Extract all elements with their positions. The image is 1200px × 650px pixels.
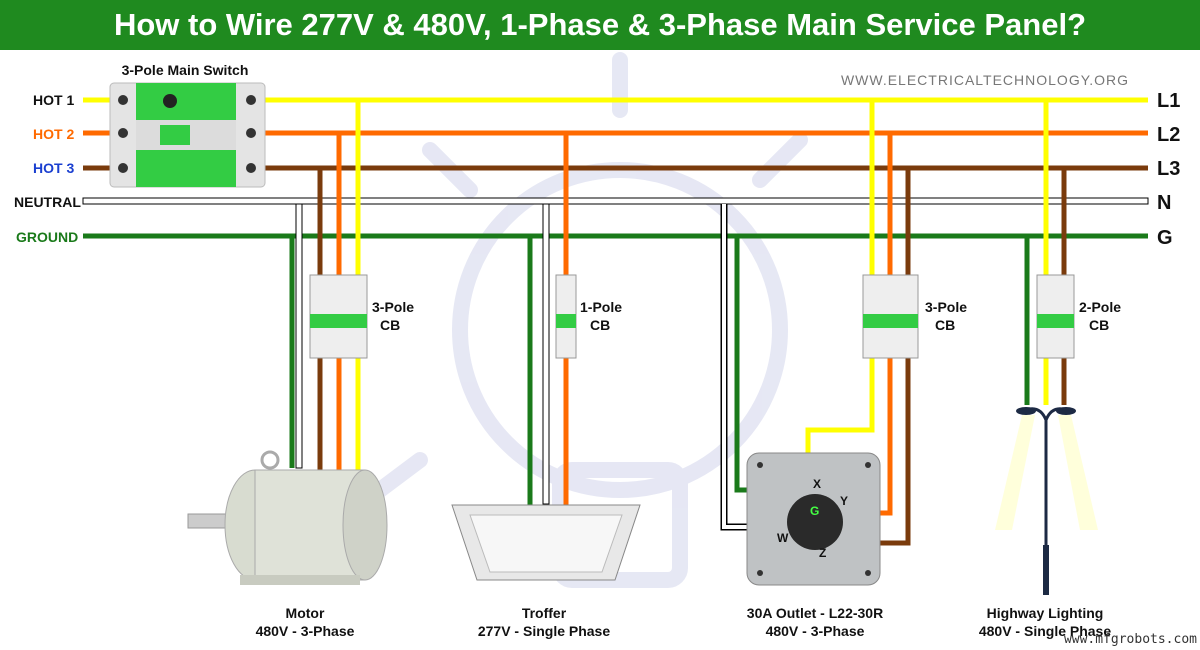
terminal-x: X xyxy=(813,477,821,491)
label-ground: GROUND xyxy=(16,229,78,245)
breaker-label: 3-Pole xyxy=(925,299,967,315)
load-rating: 480V - 3-Phase xyxy=(766,623,865,639)
breaker-label: CB xyxy=(935,317,955,333)
label-hot2: HOT 2 xyxy=(33,126,74,142)
main-switch-icon xyxy=(109,82,266,188)
breaker-3pole-outlet xyxy=(862,274,919,359)
load-name: Highway Lighting xyxy=(987,605,1104,621)
label-l2: L2 xyxy=(1157,124,1180,146)
terminal-z: Z xyxy=(819,546,826,560)
breaker-label: CB xyxy=(1089,317,1109,333)
label-g: G xyxy=(1157,227,1173,249)
main-switch-label: 3-Pole Main Switch xyxy=(122,62,249,78)
load-rating: 277V - Single Phase xyxy=(478,623,610,639)
bus-neutral xyxy=(82,197,1149,205)
troffer-icon xyxy=(451,504,641,581)
label-hot1: HOT 1 xyxy=(33,92,74,108)
terminal-y: Y xyxy=(840,494,848,508)
breaker-label: 1-Pole xyxy=(580,299,622,315)
label-neutral: NEUTRAL xyxy=(14,194,81,210)
motor-icon xyxy=(187,450,388,585)
breaker-label: CB xyxy=(590,317,610,333)
breaker-1pole-troffer xyxy=(555,274,577,359)
page-title: How to Wire 277V & 480V, 1-Phase & 3-Pha… xyxy=(0,0,1200,50)
terminal-g: G xyxy=(810,504,819,518)
street-light-icon xyxy=(995,407,1098,595)
label-l1: L1 xyxy=(1157,90,1180,112)
watermark-text: www.mfgrobots.com xyxy=(1064,632,1197,647)
label-l3: L3 xyxy=(1157,158,1180,180)
breaker-label: 2-Pole xyxy=(1079,299,1121,315)
load-name: 30A Outlet - L22-30R xyxy=(747,605,883,621)
breaker-label: 3-Pole xyxy=(372,299,414,315)
breaker-label: CB xyxy=(380,317,400,333)
load-name: Troffer xyxy=(522,605,567,621)
load-rating: 480V - Single Phase xyxy=(979,623,1111,639)
breaker-3pole-motor xyxy=(309,274,368,359)
breaker-2pole-lighting xyxy=(1036,274,1075,359)
label-n: N xyxy=(1157,192,1171,214)
website-text: WWW.ELECTRICALTECHNOLOGY.ORG xyxy=(841,72,1129,88)
load-rating: 480V - 3-Phase xyxy=(256,623,355,639)
outlet-icon xyxy=(746,452,881,586)
label-hot3: HOT 3 xyxy=(33,160,74,176)
load-name: Motor xyxy=(286,605,325,621)
terminal-w: W xyxy=(777,531,789,545)
